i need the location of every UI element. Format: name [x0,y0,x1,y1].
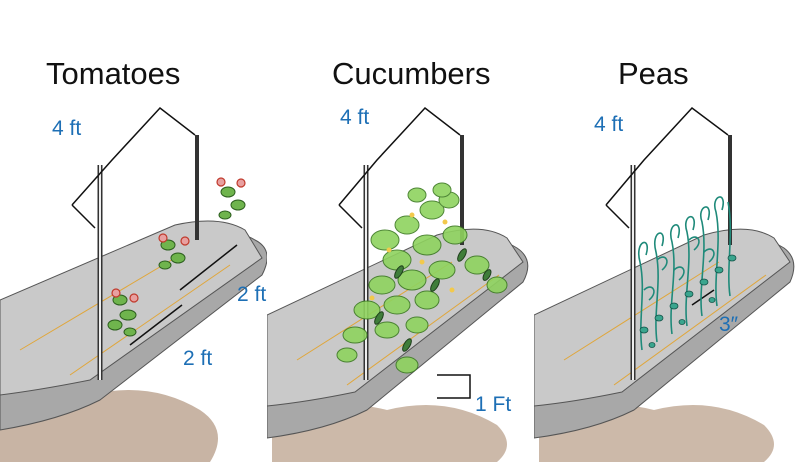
cucumbers-illustration [267,106,529,462]
tomato-fruit [111,177,246,303]
panel-title: Peas [618,56,689,91]
height-label: 4 ft [594,113,624,136]
tomatoes-illustration [0,106,267,462]
height-bracket [71,106,196,206]
row-spacing-label: 2 ft [237,283,267,306]
plant-spacing-label: 2 ft [183,347,213,370]
spacing-bracket [129,304,183,346]
row-spacing-label: 3″ [719,313,739,336]
height-bracket-lower [71,204,96,229]
panel-title: Tomatoes [46,56,181,91]
panel-title: Cucumbers [332,56,491,91]
peas-illustration [534,106,795,462]
height-label: 4 ft [52,117,82,140]
cucumber-fruit [374,248,492,352]
pea-vines [637,196,732,351]
bed-furrow [69,264,231,376]
pea-leaves [639,254,737,348]
bed-furrow [613,274,767,386]
spacing-bracket [179,244,238,291]
cucumber-flowers [369,212,455,301]
peas-panel: Peas 4 ft 3″ [534,0,800,462]
height-bracket-lower [338,204,363,229]
tomatoes-panel: Tomatoes 4 ft 2 ft 2 ft [0,0,267,462]
height-bracket [605,106,729,206]
height-bracket [338,106,461,206]
height-bracket-lower [605,204,630,229]
spacing-bracket [691,289,715,306]
height-label: 4 ft [340,106,370,129]
cucumbers-panel: Cucumbers 4 ft 1 Ft [267,0,534,462]
cucumber-vines [336,182,508,374]
tomato-plant [107,186,246,337]
row-spacing-label: 1 Ft [475,393,512,416]
spacing-bracket [437,374,471,399]
